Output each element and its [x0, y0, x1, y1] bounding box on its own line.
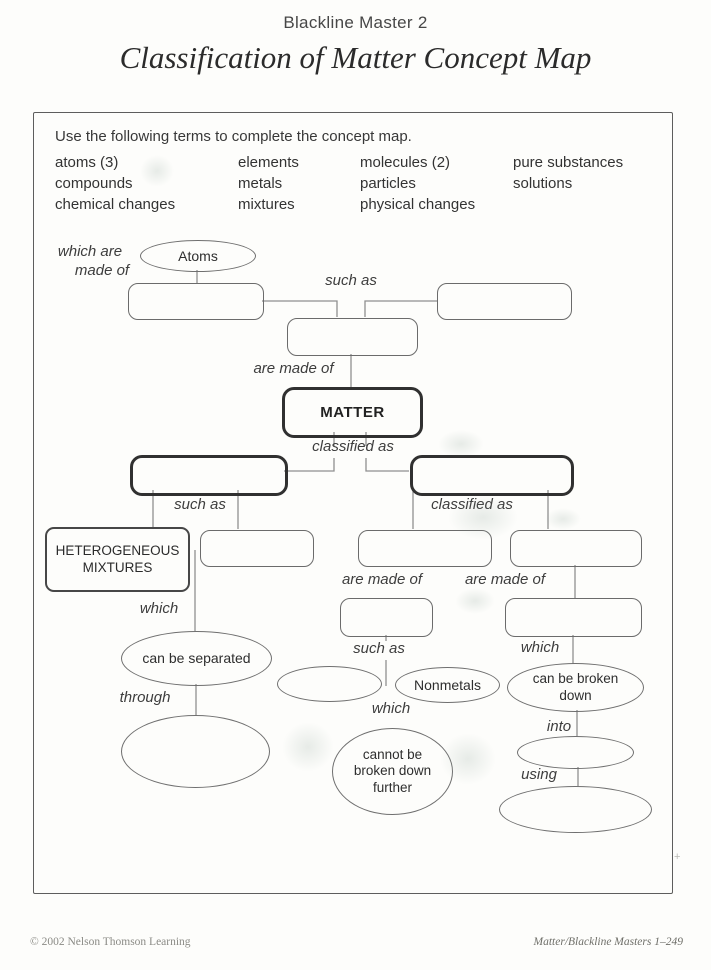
- link-label-which-right: which: [520, 639, 560, 656]
- link-label-are-made-of-mid: are made of: [341, 571, 423, 588]
- blank-ellipse-right-2: [499, 786, 652, 833]
- node-cannot-be-broken-down-further: cannot be broken down further: [332, 728, 453, 815]
- term: molecules (2): [360, 154, 451, 171]
- node-label: MATTER: [320, 403, 385, 421]
- node-label: can be broken down: [532, 671, 619, 703]
- link-label-such-as-top: such as: [325, 272, 377, 289]
- link-label-classified-as-right: classified as: [431, 496, 513, 513]
- term: elements: [238, 154, 299, 171]
- worksheet-frame: [33, 112, 673, 894]
- term: solutions: [513, 175, 573, 192]
- page-title: Classification of Matter Concept Map: [119, 40, 592, 75]
- scan-artifact: +: [674, 851, 681, 863]
- blank-ellipse-right-1: [517, 736, 634, 769]
- term: compounds: [55, 175, 133, 192]
- blank-box-mid-2: [340, 598, 433, 637]
- blank-box-right-2: [505, 598, 642, 637]
- blank-box-right-1: [510, 530, 642, 567]
- term: metals: [238, 175, 283, 192]
- term: pure substances: [513, 154, 624, 171]
- node-label: can be separated: [142, 650, 251, 667]
- term-column-3: molecules (2) particles physical changes: [360, 152, 475, 215]
- link-label-which-mid: which: [371, 700, 411, 717]
- blank-box-top-center: [287, 318, 418, 356]
- term-column-1: atoms (3) compounds chemical changes: [55, 152, 175, 215]
- link-label-using: using: [521, 766, 557, 783]
- node-matter: MATTER: [282, 387, 423, 438]
- term-column-4: pure substances solutions: [513, 152, 623, 194]
- blank-box-branch-left: [130, 455, 288, 496]
- link-label-which-left: which: [139, 600, 179, 617]
- node-label: cannot be broken down further: [353, 747, 432, 795]
- term-column-2: elements metals mixtures: [238, 152, 299, 215]
- blank-ellipse-left: [121, 715, 270, 788]
- link-label-classified-as-top: classified as: [312, 438, 394, 455]
- node-label: Atoms: [178, 247, 218, 264]
- blank-box-mid-1: [358, 530, 492, 567]
- blank-box-branch-right: [410, 455, 574, 496]
- node-label: Nonmetals: [414, 676, 481, 693]
- node-nonmetals: Nonmetals: [395, 667, 500, 703]
- node-can-be-separated: can be separated: [121, 631, 272, 686]
- node-atoms: Atoms: [140, 240, 256, 272]
- blank-box-top-left: [128, 283, 264, 320]
- link-label-made-of: made of: [74, 262, 130, 279]
- term: particles: [360, 175, 416, 192]
- blank-ellipse-mid: [277, 666, 382, 702]
- link-label-into: into: [546, 718, 572, 735]
- blank-box-top-right: [437, 283, 572, 320]
- instruction-text: Use the following terms to complete the …: [55, 128, 412, 145]
- link-label-through: through: [119, 689, 171, 706]
- link-label-which-are: which are: [57, 243, 123, 260]
- link-label-are-made-of-right: are made of: [464, 571, 546, 588]
- term: physical changes: [360, 196, 476, 213]
- term: mixtures: [238, 196, 295, 213]
- page-reference: Matter/Blackline Masters 1–249: [533, 936, 683, 948]
- term: chemical changes: [55, 196, 176, 213]
- copyright-text: © 2002 Nelson Thomson Learning: [30, 936, 191, 948]
- link-label-such-as-left: such as: [174, 496, 226, 513]
- blank-box-left-2: [200, 530, 314, 567]
- term: atoms (3): [55, 154, 119, 171]
- node-label: HETEROGENEOUS MIXTURES: [55, 542, 180, 575]
- link-label-are-made-of-top: are made of: [253, 360, 334, 377]
- kicker-title: Blackline Master 2: [283, 13, 428, 32]
- link-label-such-as-mid: such as: [353, 640, 405, 657]
- node-can-be-broken-down: can be broken down: [507, 663, 644, 712]
- node-heterogeneous-mixtures: HETEROGENEOUS MIXTURES: [45, 527, 190, 592]
